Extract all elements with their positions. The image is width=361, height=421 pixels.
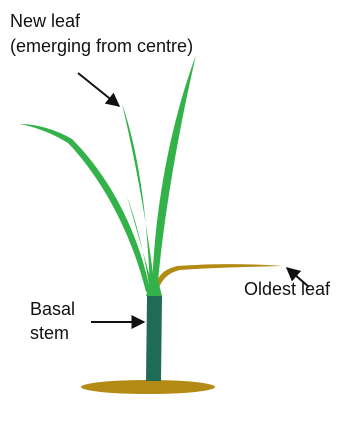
- basal-stem-label-line2: stem: [30, 322, 69, 344]
- oldest-leaf-label: Oldest leaf: [244, 278, 330, 300]
- basal-stem: [146, 296, 162, 381]
- new-leaf-label-line2: (emerging from centre): [10, 35, 193, 57]
- new-leaf-label-line1: New leaf: [10, 10, 80, 32]
- soil-mound: [81, 380, 215, 394]
- right-leaf: [152, 55, 196, 292]
- new-leaf-arrow: [78, 73, 119, 106]
- basal-stem-label-line1: Basal: [30, 298, 75, 320]
